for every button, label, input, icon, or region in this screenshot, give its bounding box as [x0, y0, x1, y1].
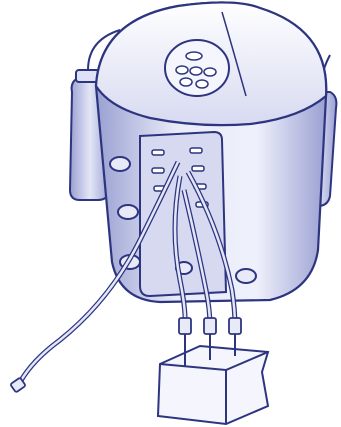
connector-box-icon — [158, 334, 268, 424]
control-panel-icon — [165, 40, 229, 96]
